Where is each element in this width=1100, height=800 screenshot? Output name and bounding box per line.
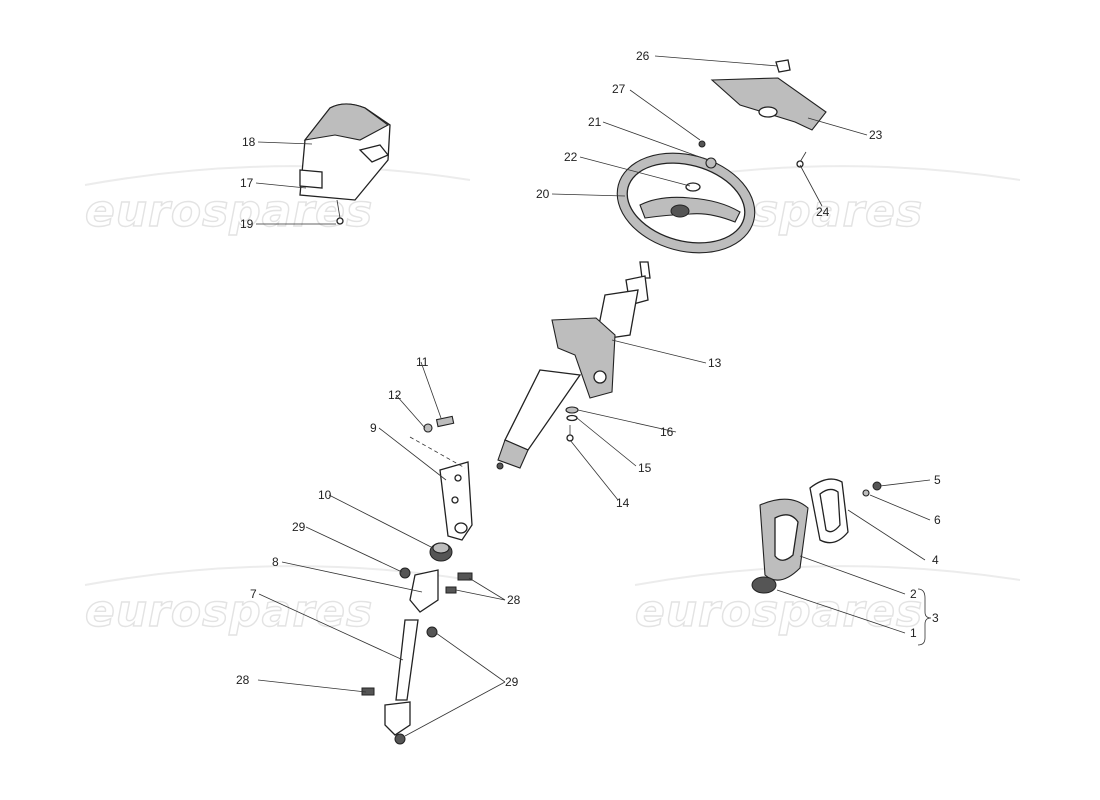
watermark-top-left: eurospares [84, 165, 471, 238]
callout-label: 4 [932, 553, 939, 567]
callout-label: 18 [242, 135, 256, 149]
callout-label: 29 [292, 520, 306, 534]
bush-part [429, 542, 453, 562]
svg-text:eurospares: eurospares [635, 586, 923, 637]
column-cover-part [299, 103, 391, 225]
callout-label: 5 [934, 473, 941, 487]
callout-label: 3 [932, 611, 939, 625]
callout-label: 26 [636, 49, 650, 63]
callout-label: 22 [564, 150, 578, 164]
callout-label: 17 [240, 176, 254, 190]
steering-wheel-part [616, 152, 756, 254]
callout-label: 11 [416, 355, 429, 369]
callout-label: 29 [505, 675, 519, 689]
callout-label: 28 [507, 593, 521, 607]
callout-label: 2 [910, 587, 917, 601]
svg-text:eurospares: eurospares [85, 586, 373, 637]
callout-label: 24 [816, 205, 830, 219]
callout-label: 28 [236, 673, 250, 687]
callout-label: 23 [869, 128, 883, 142]
callout-label: 7 [250, 587, 257, 601]
callout-label: 15 [638, 461, 652, 475]
watermark-bottom-left: eurospares [84, 565, 471, 638]
watermark-bottom-right: eurospares [634, 565, 1021, 638]
steering-column-part [496, 261, 651, 470]
horn-plate-part [710, 59, 827, 131]
callout-label: 14 [616, 496, 630, 510]
callout-label: 9 [370, 421, 377, 435]
callout-label: 27 [612, 82, 626, 96]
small-fasteners-top [698, 140, 807, 169]
lower-shaft-part [361, 567, 473, 745]
callout-label: 10 [318, 488, 332, 502]
callout-labels: 1 2 3 4 5 6 7 8 9 10 11 12 13 14 15 16 1… [236, 49, 941, 689]
callout-label: 13 [708, 356, 722, 370]
callout-label: 16 [660, 425, 674, 439]
callout-label: 1 [910, 626, 917, 640]
callout-label: 12 [388, 388, 402, 402]
gear-boot-part [751, 478, 882, 594]
callout-label: 8 [272, 555, 279, 569]
callout-label: 6 [934, 513, 941, 527]
leader-lines [255, 55, 932, 737]
bracket-part [409, 415, 473, 541]
callout-label: 20 [536, 187, 550, 201]
callout-label: 21 [588, 115, 602, 129]
callout-label: 19 [240, 217, 254, 231]
